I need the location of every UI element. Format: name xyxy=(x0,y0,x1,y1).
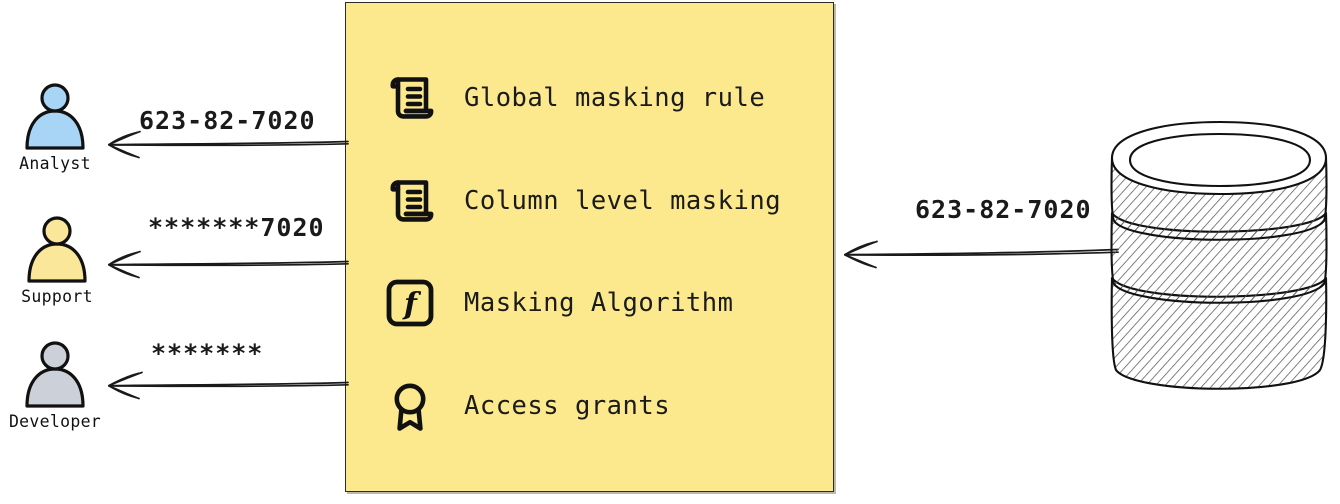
arrow-to-support xyxy=(104,242,350,290)
panel-row-global-masking-rule[interactable]: Global masking rule xyxy=(382,47,833,150)
actor-label: Analyst xyxy=(19,154,91,173)
actor-label: Developer xyxy=(8,412,102,431)
arrow-from-database xyxy=(840,232,1120,280)
masking-controls-panel: Global masking rule xyxy=(345,2,834,492)
svg-text:f: f xyxy=(402,287,422,322)
award-icon xyxy=(382,378,438,434)
person-icon xyxy=(19,213,95,289)
panel-row-access-grants[interactable]: Access grants xyxy=(382,355,833,458)
panel-row-masking-algorithm[interactable]: f Masking Algorithm xyxy=(382,252,833,355)
person-icon xyxy=(17,338,93,414)
panel-row-label: Access grants xyxy=(464,390,671,421)
person-icon xyxy=(17,80,93,156)
arrow-to-developer xyxy=(104,363,350,411)
actor-label: Support xyxy=(21,287,93,306)
actor-support[interactable]: Support xyxy=(2,213,112,306)
arrow-label-developer: ******* xyxy=(151,339,264,368)
arrow-to-analyst xyxy=(104,122,350,170)
arrow-label-support: *******7020 xyxy=(148,213,325,242)
actor-developer[interactable]: Developer xyxy=(0,338,110,431)
scroll-icon xyxy=(382,173,438,229)
panel-row-label: Column level masking xyxy=(464,185,782,216)
database-cylinder xyxy=(1104,118,1336,400)
arrow-label-analyst: 623-82-7020 xyxy=(139,106,316,135)
panel-row-label: Masking Algorithm xyxy=(464,288,734,319)
actor-analyst[interactable]: Analyst xyxy=(0,80,110,173)
scroll-icon xyxy=(382,70,438,126)
function-icon: f xyxy=(382,275,438,331)
panel-row-label: Global masking rule xyxy=(464,83,766,114)
panel-row-column-level-masking[interactable]: Column level masking xyxy=(382,150,833,253)
panel-row-list: Global masking rule xyxy=(346,3,833,491)
arrow-label-database: 623-82-7020 xyxy=(915,195,1092,224)
